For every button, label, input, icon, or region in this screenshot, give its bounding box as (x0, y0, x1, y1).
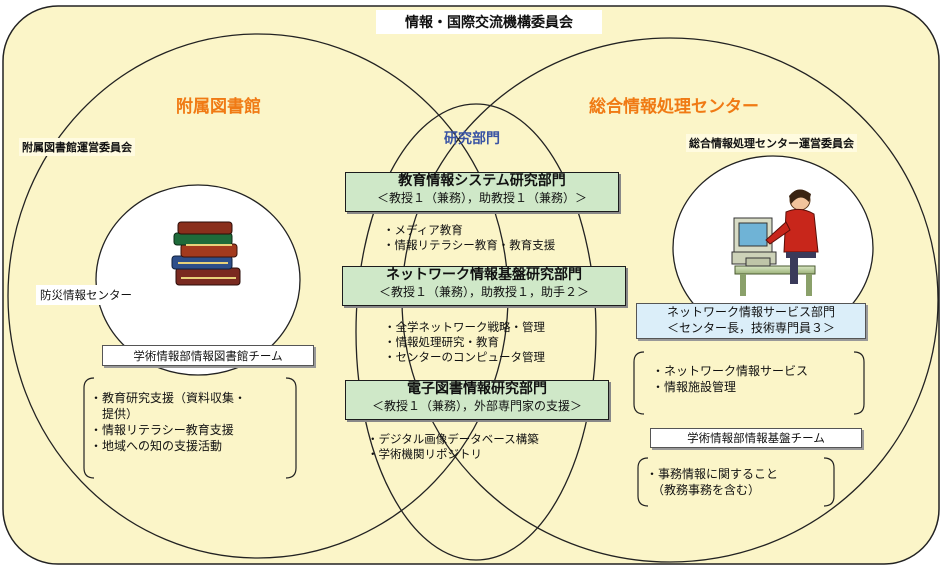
list-item: ・センターのコンピュータ管理 (384, 350, 545, 364)
library-committee-label: 附属図書館運営委員会 (19, 138, 135, 156)
dept-name: 電子図書情報研究部門 (407, 381, 547, 397)
network-service-dept: ネットワーク情報サービス部門 ＜センター長，技術専門員３＞ (636, 303, 866, 339)
disaster-info-center: 防災情報センター (36, 285, 170, 305)
list-item: ・情報処理研究・教育 (384, 335, 499, 349)
team-tasks-bracket (637, 457, 835, 507)
center-committee-label: 総合情報処理センター運営委員会 (686, 134, 857, 152)
list-item: ・事務情報に関すること (646, 467, 779, 481)
research-title: 研究部門 (444, 131, 500, 147)
list-item: （教務事務を含む） (646, 483, 761, 497)
dept-digital-tasks: ・デジタル画像データベース構築 ・学術機関リポジトリ (367, 432, 539, 462)
list-item: ・学術機関リポジトリ (367, 447, 482, 461)
service-tasks-bracket (633, 351, 865, 415)
library-team-label: 学術情報部情報図書館チーム (102, 345, 314, 366)
dept-name: ネットワーク情報基盤研究部門 (386, 267, 582, 283)
library-tasks: ・教育研究支援（資料収集・ 提供） ・情報リテラシー教育支援 ・地域への知の支援… (90, 390, 246, 454)
center-inner-circle (672, 155, 874, 341)
list-item: ・全学ネットワーク戦略・管理 (384, 320, 545, 334)
dept-education-system: 教育情報システム研究部門 ＜教授１（兼務），助教授１（兼務）＞ (345, 172, 619, 212)
research-circle (355, 103, 597, 561)
page-title: 情報・国際交流機構委員会 (376, 10, 602, 34)
list-item: ・情報施設管理 (652, 380, 737, 394)
library-tasks-bracket (83, 377, 297, 479)
dept-network-infra: ネットワーク情報基盤研究部門 ＜教授１（兼務），助教授１，助手２＞ (342, 266, 626, 306)
dept-staff: ＜センター長，技術専門員３＞ (666, 321, 835, 335)
list-item: ・デジタル画像データベース構築 (367, 432, 539, 446)
dept-network-tasks: ・全学ネットワーク戦略・管理 ・情報処理研究・教育 ・センターのコンピュータ管理 (384, 320, 545, 365)
dept-name: 教育情報システム研究部門 (398, 173, 566, 189)
dept-staff: ＜教授１（兼務），助教授１（兼務）＞ (376, 191, 587, 205)
list-item: ・情報リテラシー教育支援 (90, 423, 234, 437)
info-infra-team-label: 学術情報部情報基盤チーム (650, 428, 862, 448)
list-item: ・教育研究支援（資料収集・ (90, 391, 247, 405)
dept-staff: ＜教授１（兼務），助教授１，助手２＞ (378, 285, 589, 299)
dept-education-tasks: ・メディア教育 ・情報リテラシー教育・教育支援 (383, 223, 555, 253)
list-item: ・メディア教育 (383, 223, 463, 237)
dept-name: ネットワーク情報サービス部門 (666, 305, 835, 319)
dept-digital-library: 電子図書情報研究部門 ＜教授１（兼務），外部専門家の支援＞ (345, 380, 609, 420)
list-item: 提供） (90, 407, 139, 421)
list-item: ・情報リテラシー教育・教育支援 (383, 238, 556, 252)
center-title: 総合情報処理センター (589, 97, 759, 117)
library-title: 附属図書館 (176, 97, 261, 117)
computer-user-icon (731, 189, 819, 296)
team-tasks: ・事務情報に関すること （教務事務を含む） (646, 466, 778, 498)
list-item: ・ネットワーク情報サービス (652, 364, 809, 378)
books-icon (171, 221, 241, 286)
dept-staff: ＜教授１（兼務），外部専門家の支援＞ (371, 399, 582, 413)
list-item: ・地域への知の支援活動 (90, 439, 223, 453)
service-tasks: ・ネットワーク情報サービス ・情報施設管理 (652, 363, 808, 395)
